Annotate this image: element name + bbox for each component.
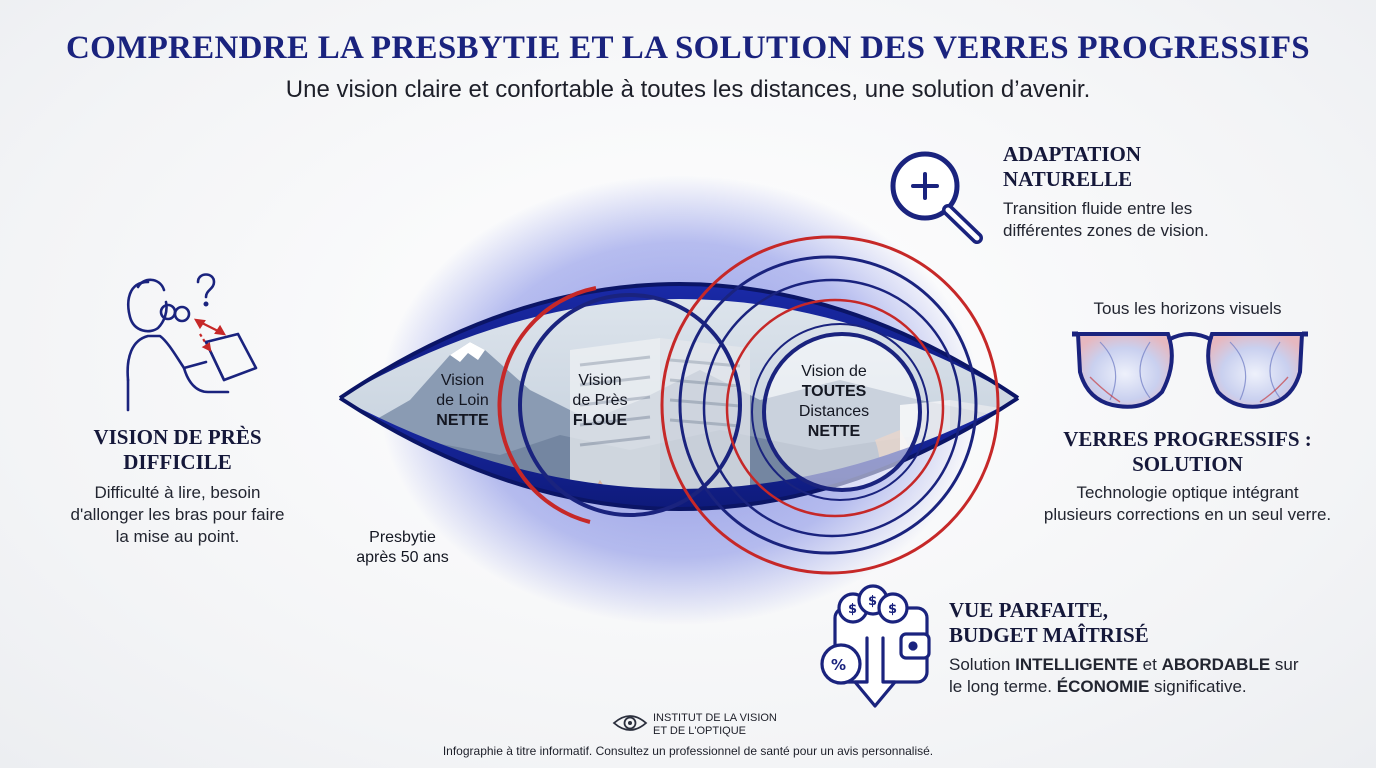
eye-logo-icon xyxy=(612,715,648,731)
near-vision-label: Vision de Près FLOUE xyxy=(572,372,628,429)
svg-text:$: $ xyxy=(888,602,897,617)
org-name: INSTITUT DE LA VISION ET DE L'OPTIQUE xyxy=(653,712,777,737)
near-vision-heading: VISION DE PRÈS DIFFICILE xyxy=(93,425,262,474)
page-subtitle: Une vision claire et confortable à toute… xyxy=(285,76,1091,103)
wallet-savings-icon: $ $ $ % xyxy=(820,584,931,708)
all-distances-label: Vision de TOUTES Distances NETTE xyxy=(798,363,870,440)
page-title: COMPRENDRE LA PRESBYTIE ET LA SOLUTION D… xyxy=(66,30,1310,66)
svg-text:$: $ xyxy=(868,594,877,609)
progressifs-description: Technologie optique intégrant plusieurs … xyxy=(1043,483,1332,524)
far-vision-label: Vision de Loin NETTE xyxy=(436,372,489,429)
adaptation-description: Transition fluide entre les différentes … xyxy=(1003,199,1209,240)
glasses-caption: Tous les horizons visuels xyxy=(1093,299,1282,318)
near-vision-description: Difficulté à lire, besoin d'allonger les… xyxy=(70,483,285,546)
budget-description: Solution INTELLIGENTE et ABORDABLE sur l… xyxy=(949,655,1299,696)
reading-person-icon xyxy=(126,273,258,412)
eye-illustration xyxy=(338,175,1020,625)
magnifier-plus-icon xyxy=(890,151,983,244)
footer-disclaimer: Infographie à titre informatif. Consulte… xyxy=(442,744,934,758)
svg-text:%: % xyxy=(831,656,846,674)
svg-text:$: $ xyxy=(848,602,857,617)
progressifs-heading: VERRES PROGRESSIFS : SOLUTION xyxy=(1063,427,1312,476)
presbytie-label: Presbytie après 50 ans xyxy=(356,529,449,566)
adaptation-heading: ADAPTATION NATURELLE xyxy=(1003,142,1142,191)
glasses-icon xyxy=(1072,331,1308,409)
budget-heading: VUE PARFAITE, BUDGET MAÎTRISÉ xyxy=(949,598,1149,647)
